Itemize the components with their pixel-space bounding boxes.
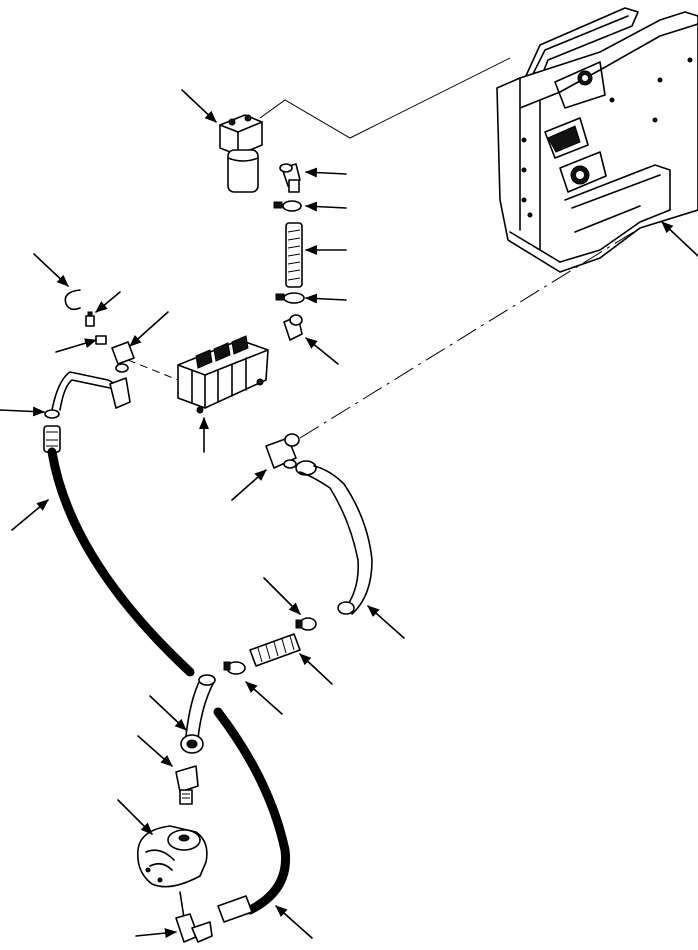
pump-adapter [175, 765, 199, 805]
left-pressure-hose [43, 425, 195, 677]
return-line-fitting [265, 433, 300, 469]
leader-lines [127, 57, 641, 439]
callout-arrow-12 [0, 406, 45, 417]
callout-arrow-23 [275, 905, 313, 939]
callout-arrows [0, 89, 698, 939]
suction-hose-short [249, 633, 301, 667]
callout-arrow-2 [305, 167, 347, 178]
hydraulic-hose-short [285, 222, 303, 288]
callout-arrow-10 [129, 311, 169, 347]
control-valve [177, 335, 269, 414]
small-connector [95, 335, 107, 345]
callout-arrow-11 [55, 338, 97, 353]
callout-arrow-22 [117, 799, 153, 835]
hose-clamp-middle-right [295, 617, 317, 631]
callout-arrow-14 [11, 499, 49, 531]
left-steel-tube [44, 371, 131, 419]
callout-arrow-18 [299, 653, 333, 685]
small-nipple-fitting [85, 311, 95, 327]
valve-elbow-fitting [283, 314, 303, 341]
callout-arrow-8 [33, 253, 69, 287]
callout-arrow-19 [245, 681, 283, 715]
callout-arrow-24 [135, 928, 177, 939]
callout-arrow-16 [263, 577, 301, 615]
callout-arrow-5 [305, 293, 347, 304]
callout-arrow-6 [305, 337, 339, 365]
callout-arrow-20 [149, 695, 187, 731]
hose-clamp-upper [273, 200, 302, 212]
filter-elbow-fitting [279, 163, 301, 193]
tee-fitting [111, 341, 135, 373]
callout-arrow-21 [137, 735, 173, 767]
hydraulic-filter [219, 114, 263, 193]
callout-arrow-15 [231, 469, 267, 501]
callout-arrow-9 [95, 291, 121, 313]
callout-arrow-17 [367, 605, 405, 639]
hydraulic-tank-assembly [496, 7, 698, 273]
right-pressure-hose [213, 707, 291, 923]
callout-arrow-1 [181, 89, 217, 123]
return-steel-tube [295, 460, 373, 615]
retaining-clip [64, 289, 81, 311]
pump-inlet-elbow [180, 674, 216, 754]
hose-clamp-lower [275, 292, 305, 304]
pump-outlet-elbow [175, 913, 213, 943]
hose-clamp-middle-left [223, 661, 246, 675]
hydraulic-pump [136, 825, 208, 919]
callout-arrow-7 [661, 221, 698, 257]
callout-arrow-3 [305, 201, 347, 212]
